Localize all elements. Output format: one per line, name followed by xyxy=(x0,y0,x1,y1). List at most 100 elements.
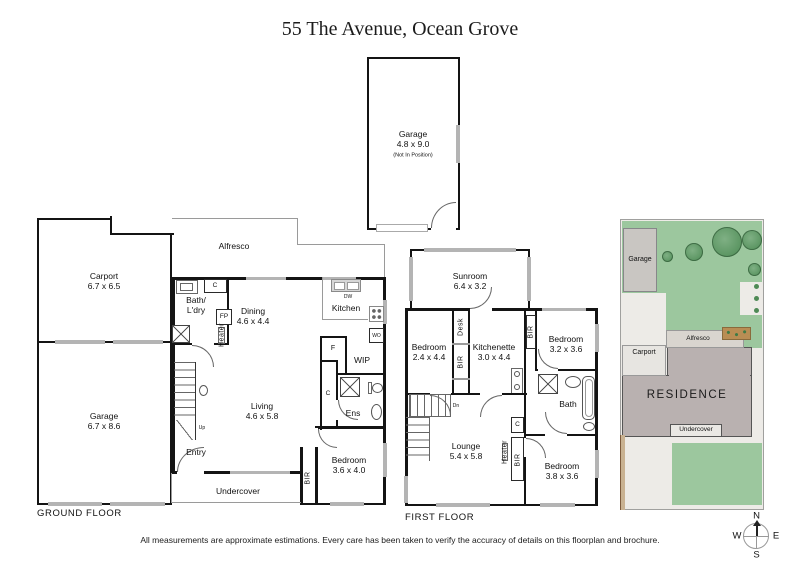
room-label-bath-ldry: Bath/ L'dry xyxy=(186,294,206,315)
wall xyxy=(452,308,454,395)
compass-south-line xyxy=(756,536,757,548)
window xyxy=(409,257,413,301)
window xyxy=(322,276,356,280)
compass-s: S xyxy=(753,549,760,561)
shower xyxy=(172,325,190,343)
kitchen-sink xyxy=(331,279,361,292)
fridge-label: F xyxy=(330,344,336,352)
cupboard-label: C xyxy=(515,421,520,429)
carport-outline xyxy=(37,218,172,343)
room-label-detached-garage: Garage 4.8 x 9.0 xyxy=(396,128,430,149)
bush xyxy=(754,284,759,289)
wall xyxy=(300,447,303,505)
window xyxy=(595,324,599,352)
room-label-undercover: Undercover xyxy=(216,485,260,496)
site-lawn-front xyxy=(672,443,762,505)
door-gap xyxy=(431,226,456,230)
wall xyxy=(595,308,598,506)
room-note-detached-garage: (Not In Position) xyxy=(393,152,433,159)
toilet xyxy=(583,422,595,431)
robe-label: BIR xyxy=(457,355,465,369)
site-carport-label: Carport xyxy=(632,348,656,356)
window xyxy=(383,443,387,477)
window xyxy=(55,340,105,344)
cupboard-box xyxy=(204,279,227,293)
wall xyxy=(468,308,470,395)
alfresco-edge xyxy=(384,244,385,278)
page-title: 55 The Avenue, Ocean Grove xyxy=(281,18,519,40)
stairs xyxy=(406,417,430,461)
site-garage xyxy=(623,228,657,292)
counter-edge xyxy=(322,319,368,320)
window xyxy=(404,476,408,503)
alfresco-edge xyxy=(172,218,298,219)
divider xyxy=(452,378,470,380)
wall xyxy=(338,373,386,375)
floor-label-ground: GROUND FLOOR xyxy=(37,508,122,519)
dishwasher-label: DW xyxy=(343,294,353,300)
door-arc xyxy=(480,395,502,417)
bathtub-inner xyxy=(584,379,593,417)
wall xyxy=(535,369,598,371)
site-undercover xyxy=(670,424,722,437)
wall xyxy=(405,308,408,506)
door-gap xyxy=(524,438,526,457)
window xyxy=(113,340,163,344)
room-label-garage: Garage 6.7 x 8.6 xyxy=(87,410,121,431)
alfresco-edge xyxy=(297,244,385,245)
door-gap xyxy=(192,343,214,345)
window xyxy=(542,307,586,311)
room-label-bedroom: Bedroom 3.6 x 4.0 xyxy=(331,454,367,475)
stairs-down-label: Dn xyxy=(452,403,460,409)
stairs-up-label: Up xyxy=(198,425,206,431)
window xyxy=(527,257,531,301)
tree xyxy=(685,243,703,261)
basin xyxy=(565,376,581,388)
divider xyxy=(452,343,470,345)
stairs xyxy=(409,394,451,417)
counter-edge xyxy=(322,277,323,320)
garage-outline xyxy=(37,341,172,505)
wall xyxy=(405,393,527,395)
undercover-edge xyxy=(171,473,172,503)
door-arc xyxy=(538,349,558,369)
room-label-sunroom: Sunroom 6.4 x 3.2 xyxy=(452,270,488,291)
room-label-entry: Entry xyxy=(186,446,206,457)
tree xyxy=(662,251,673,262)
wall-oven-label: WO xyxy=(372,332,381,339)
window xyxy=(595,450,599,478)
room-label-wip: WIP xyxy=(353,354,371,365)
wall xyxy=(383,277,386,505)
room-label-dining: Dining 4.6 x 4.4 xyxy=(236,305,270,326)
site-undercover-label: Undercover xyxy=(679,426,713,434)
door-gap xyxy=(538,369,558,371)
site-alfresco-label: Alfresco xyxy=(686,335,710,343)
window xyxy=(540,503,575,507)
site-garage-label: Garage xyxy=(628,255,652,263)
room-label-kitchen: Kitchen xyxy=(331,302,361,313)
robe-box xyxy=(511,437,524,481)
window xyxy=(110,502,165,506)
site-path xyxy=(740,282,762,315)
wall xyxy=(316,426,386,429)
carport-notch xyxy=(110,216,174,235)
wall-oven-box xyxy=(369,328,384,343)
room-label-bedroom3: Bedroom 3.8 x 3.6 xyxy=(544,460,580,481)
door-gap xyxy=(545,434,567,436)
cupboard-label: C xyxy=(212,282,218,290)
compass-w: W xyxy=(732,530,742,542)
undercover-edge xyxy=(171,502,301,503)
heater-box xyxy=(218,327,225,344)
hot-water-unit xyxy=(199,385,208,396)
heater-label: Heater xyxy=(218,322,226,348)
fireplace-box xyxy=(216,309,232,325)
door-gap xyxy=(315,428,318,447)
compass-n: N xyxy=(753,510,760,522)
stairs-winder xyxy=(174,420,196,440)
window xyxy=(246,276,286,280)
door-gap xyxy=(336,400,338,420)
robe-box xyxy=(526,315,536,349)
site-residence-upper xyxy=(667,347,752,377)
cupboard-label: C xyxy=(325,390,331,398)
